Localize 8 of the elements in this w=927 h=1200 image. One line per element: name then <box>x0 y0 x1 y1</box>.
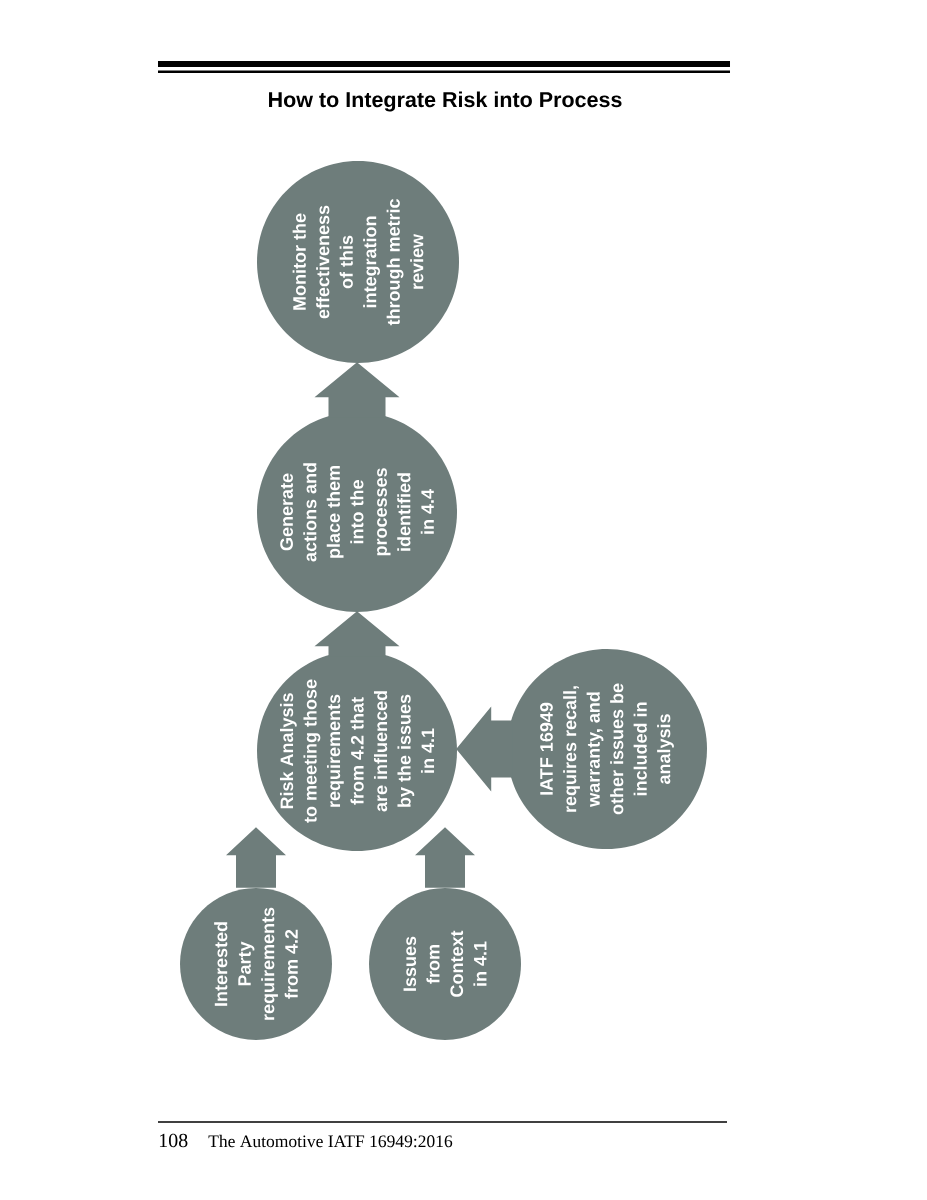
block-arrow <box>456 706 513 792</box>
page-number: 108 <box>159 1133 188 1148</box>
block-arrow <box>314 362 400 418</box>
block-arrow <box>314 611 400 657</box>
block-arrow <box>226 827 286 888</box>
title: How to Integrate Risk into Process <box>269 91 622 112</box>
block-arrow <box>415 827 475 888</box>
footer-text: The Automotive IATF 16949:2016 <box>208 1134 453 1148</box>
